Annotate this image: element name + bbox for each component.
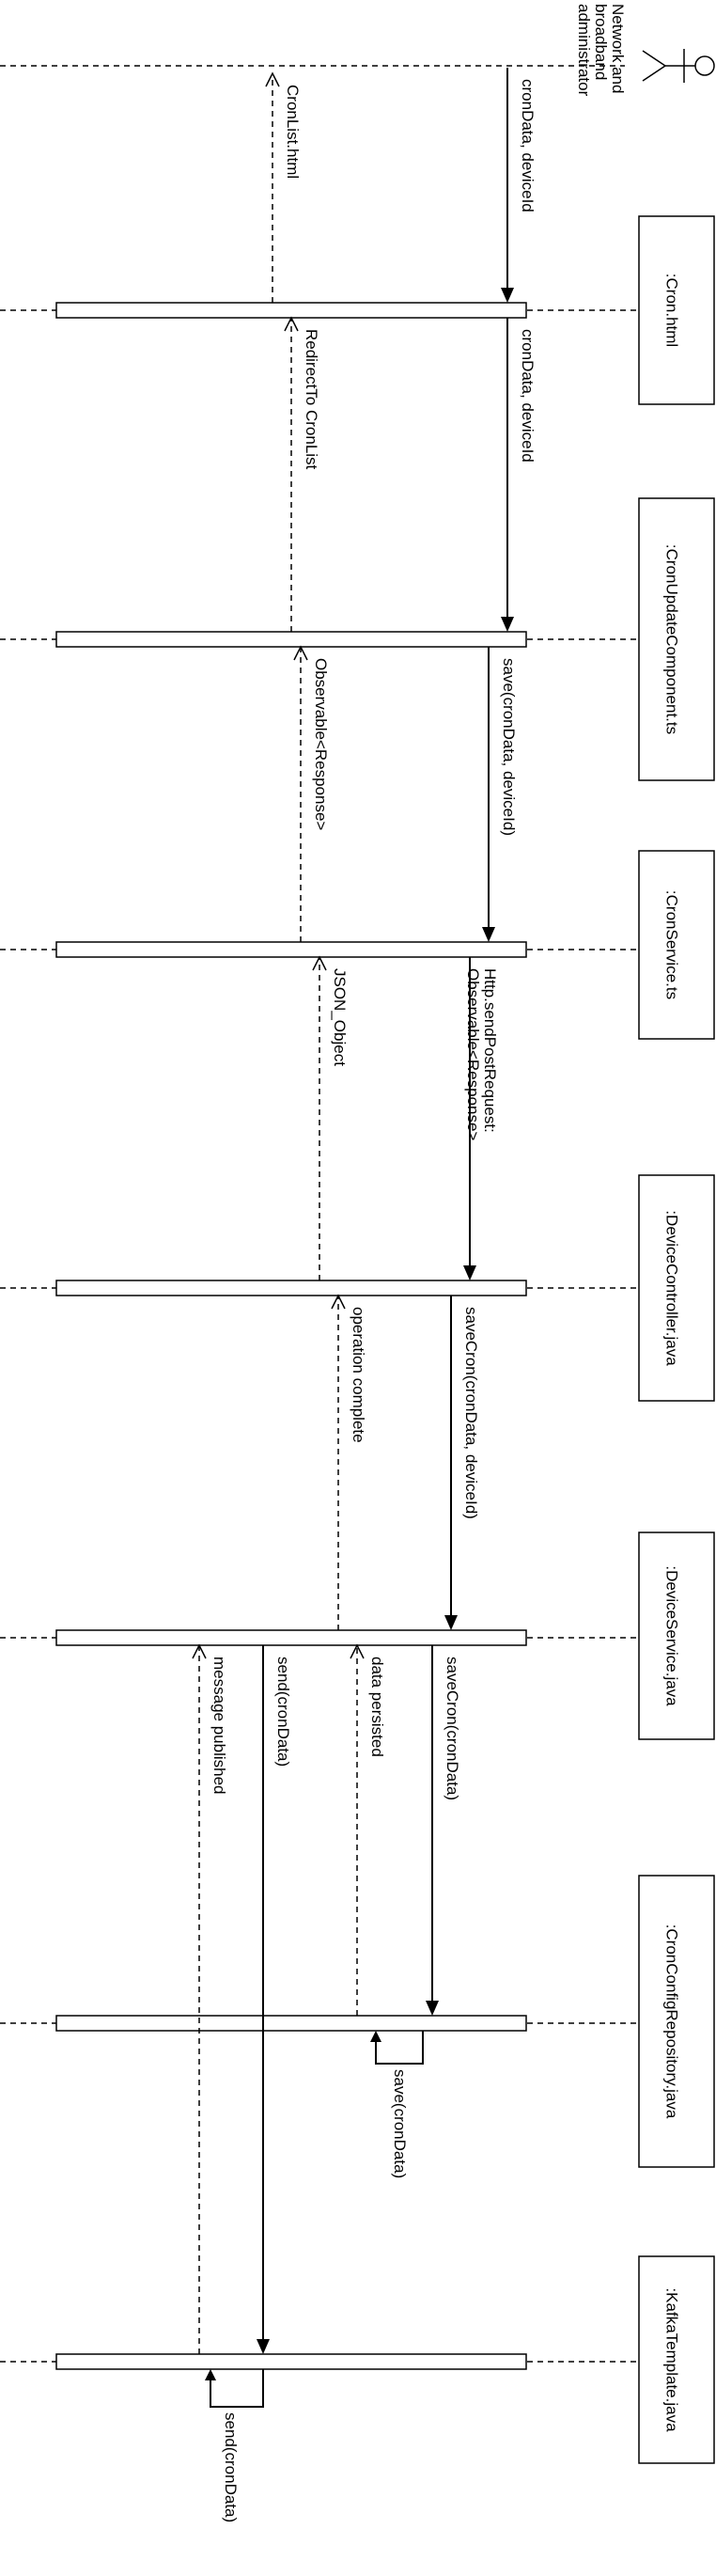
arrowhead xyxy=(257,2339,270,2354)
message-label: JSON_Object xyxy=(331,968,349,1066)
message-m7: send(cronData) xyxy=(257,1645,292,2354)
message-s1: save(cronData) xyxy=(370,2031,424,2178)
activation-bar-kafka-template xyxy=(55,2353,527,2370)
message-m6: saveCron(cronData) xyxy=(426,1645,461,2016)
activation-bar-cron-config-repository xyxy=(55,2015,527,2032)
open-arrowhead xyxy=(293,645,308,661)
message-label: saveCron(cronData) xyxy=(444,1657,461,1800)
messages: cronData, deviceId CronList.html cronData,… xyxy=(192,68,537,2522)
open-arrowhead xyxy=(192,1643,207,1659)
message-m4: Http.sendPostRequest:Observable<Response… xyxy=(463,957,499,1280)
message-r7: message published xyxy=(192,1643,228,2354)
message-label: RedirectTo CronList xyxy=(303,329,320,470)
participant-label: :CronConfigRepository.java xyxy=(663,1924,681,2119)
message-label: message published xyxy=(210,1657,228,1794)
participant-label: :CronService.ts xyxy=(663,890,681,999)
actor-label: Network andbroadbandadministrator xyxy=(575,4,627,97)
open-arrowhead xyxy=(312,955,327,971)
activation-bar-cron-service xyxy=(55,941,527,958)
participant-label: :CronUpdateComponent.ts xyxy=(663,544,681,734)
open-arrowhead xyxy=(331,1294,346,1310)
message-m2: cronData, deviceId xyxy=(501,318,537,632)
open-arrowhead xyxy=(284,316,299,332)
activation-bar-cron-update-component xyxy=(55,631,527,648)
open-arrowhead xyxy=(350,1643,365,1659)
message-label: cronData, deviceId xyxy=(519,329,537,463)
arrowhead xyxy=(426,2001,439,2016)
arrowhead xyxy=(463,1265,476,1280)
message-label: CronList.html xyxy=(284,85,302,179)
self-call-line xyxy=(210,2369,264,2408)
message-label: Http.sendPostRequest:Observable<Response… xyxy=(464,968,499,1140)
arrowhead xyxy=(482,927,495,942)
actor-label-line: broadband xyxy=(592,4,610,80)
participant-label: :Cron.html xyxy=(663,274,681,347)
message-label: operation complete xyxy=(350,1307,367,1443)
activation-bars xyxy=(55,302,527,2370)
participant-box-device-service xyxy=(638,1531,715,1740)
message-label: Observable<Response> xyxy=(312,658,330,830)
self-call-line xyxy=(375,2031,424,2065)
activation-bar-cron-html xyxy=(55,302,527,319)
participant-label: :DeviceController.java xyxy=(663,1210,681,1366)
participant-box-device-controller xyxy=(638,1174,715,1402)
message-r4: JSON_Object xyxy=(312,955,349,1280)
arrowhead xyxy=(501,288,514,303)
open-arrowhead xyxy=(265,71,280,87)
message-label: send(cronData) xyxy=(274,1657,292,1767)
actor-label-line: administrator xyxy=(575,4,593,97)
message-label: saveCron(cronData, deviceId) xyxy=(462,1307,480,1519)
message-r6: data persisted xyxy=(350,1643,386,2016)
message-r1: CronList.html xyxy=(265,71,302,303)
message-label: save(cronData) xyxy=(391,2069,409,2178)
actor-stick-figure-icon xyxy=(642,49,715,83)
message-label: data persisted xyxy=(368,1657,386,1757)
participant-box-cron-service xyxy=(638,850,715,1040)
participant-boxes: :Cron.html :CronUpdateComponent.ts :CronSe… xyxy=(638,215,715,2464)
participant-box-kafka-template xyxy=(638,2255,715,2464)
arrowhead xyxy=(501,617,514,632)
participant-box-cron-html xyxy=(638,215,715,405)
message-s2: send(cronData) xyxy=(205,2369,264,2522)
message-label: save(cronData, deviceId) xyxy=(500,658,518,836)
message-m3: save(cronData, deviceId) xyxy=(482,647,518,942)
participant-label: :KafkaTemplate.java xyxy=(663,2287,681,2432)
participant-box-cron-update-component xyxy=(638,497,715,781)
message-label: send(cronData) xyxy=(222,2412,240,2522)
activation-bar-device-controller xyxy=(55,1280,527,1296)
participant-box-cron-config-repository xyxy=(638,1875,715,2168)
arrowhead xyxy=(205,2369,216,2380)
message-label: cronData, deviceId xyxy=(519,79,537,212)
message-m5: saveCron(cronData, deviceId) xyxy=(444,1296,480,1630)
arrowhead xyxy=(444,1615,458,1630)
message-r3: Observable<Response> xyxy=(293,645,330,942)
actor-label-line: Network and xyxy=(609,4,627,93)
participant-label: :DeviceService.java xyxy=(663,1565,681,1706)
message-m1: cronData, deviceId xyxy=(501,68,537,303)
actor: Network andbroadbandadministrator xyxy=(575,4,715,97)
message-r5: operation complete xyxy=(331,1294,367,1630)
arrowhead xyxy=(370,2031,381,2042)
message-r2: RedirectTo CronList xyxy=(284,316,320,632)
activation-bar-device-service xyxy=(55,1629,527,1646)
